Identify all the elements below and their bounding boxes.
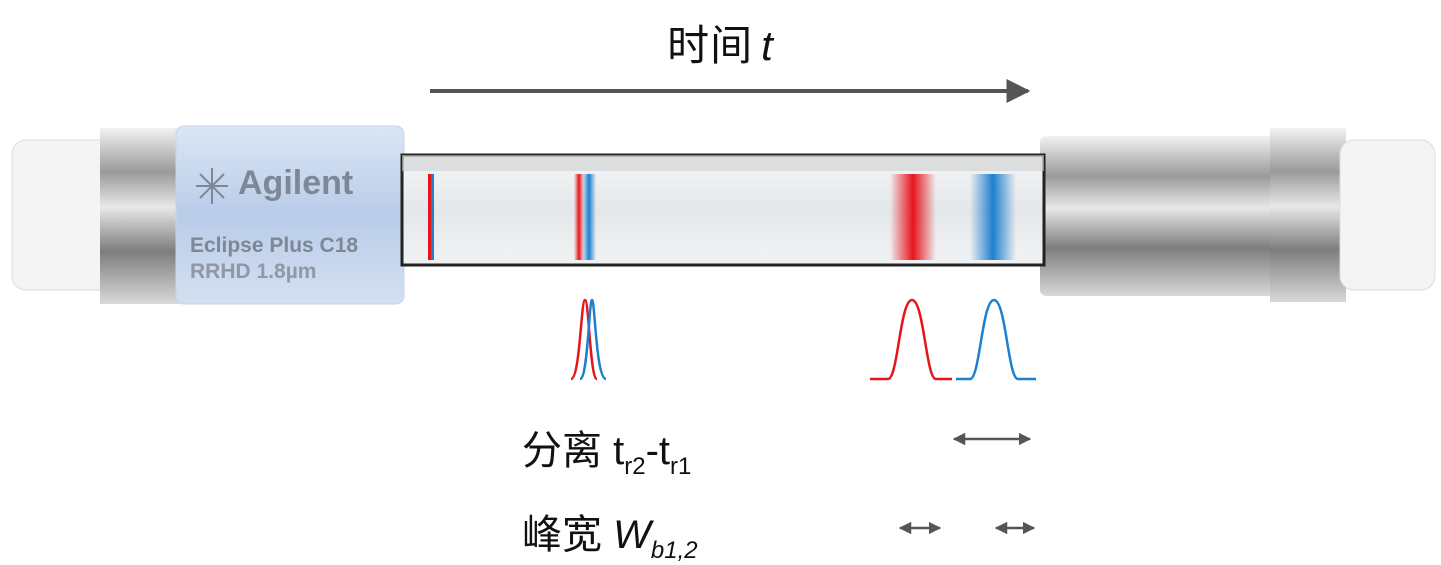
separation-formula: tr2-tr1 (613, 429, 692, 480)
peak-blue-narrow (578, 298, 608, 381)
band-blue-late (970, 174, 1016, 260)
left-hex-fitting (100, 128, 180, 304)
column-tube (400, 153, 1046, 267)
band-red-early (574, 174, 584, 260)
band-blue-start (431, 174, 434, 260)
right-end-nut (1339, 139, 1436, 291)
band-red-start (428, 174, 431, 260)
peak-width-formula: Wb1,2 (613, 513, 698, 564)
peak-blue-wide (956, 298, 1036, 381)
separation-text: 分离 (522, 429, 602, 473)
column-diagram (11, 79, 1436, 535)
time-label: 时间 (667, 22, 754, 69)
peak-width-label: 峰宽 Wb1,2 (522, 502, 698, 565)
band-red-late (890, 174, 936, 260)
separation-label: 分离 tr2-tr1 (522, 418, 691, 481)
peaks-early (569, 298, 608, 381)
peak-red-narrow (569, 298, 599, 381)
peaks-late (870, 298, 1036, 381)
column-model-line1: Eclipse Plus C18 (190, 234, 359, 257)
right-hex-fitting (1270, 128, 1346, 302)
column-brand: Agilent (238, 164, 354, 202)
time-variable: t (761, 22, 774, 69)
band-blue-early (582, 174, 596, 260)
right-fitting (1040, 136, 1276, 296)
peak-width-text: 峰宽 (522, 513, 602, 557)
peak-red-wide (870, 298, 952, 381)
agilent-logo-icon (196, 168, 228, 204)
column-model-line2: RRHD 1.8µm (190, 260, 317, 283)
